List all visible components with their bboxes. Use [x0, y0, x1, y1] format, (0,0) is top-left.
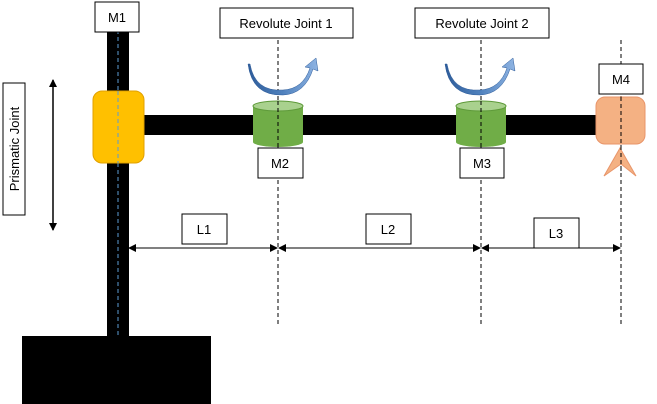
m4-label-box: M4 [598, 63, 644, 95]
m2-label-box: M2 [257, 147, 304, 179]
end-effector [595, 96, 646, 177]
l3-label: L3 [549, 226, 563, 241]
m1-label-box: M1 [94, 1, 140, 33]
rotation-arrow-1-icon [247, 57, 319, 96]
m3-label-box: M3 [459, 147, 505, 179]
base-block [22, 336, 211, 404]
revolute-joint-1-label: Revolute Joint 1 [239, 16, 332, 31]
revolute-joint-2-cylinder [455, 100, 507, 147]
l1-label-box: L1 [181, 213, 228, 245]
m1-label: M1 [108, 10, 126, 25]
revolute-joint-1-label-box: Revolute Joint 1 [219, 7, 354, 39]
m3-label: M3 [473, 156, 491, 171]
m4-label: M4 [612, 72, 630, 87]
horizontal-arm [129, 115, 599, 135]
l2-label-box: L2 [365, 213, 412, 245]
revolute-joint-2-label: Revolute Joint 2 [435, 16, 528, 31]
rotation-arrow-2-icon [444, 57, 516, 96]
l2-label: L2 [381, 222, 395, 237]
prismatic-joint-label-box: Prismatic Joint [2, 82, 26, 216]
l1-label: L1 [197, 222, 211, 237]
l3-label-box: L3 [533, 217, 580, 249]
m2-label: M2 [271, 156, 289, 171]
prismatic-joint-label: Prismatic Joint [7, 106, 22, 191]
revolute-joint-1-cylinder [252, 100, 304, 147]
revolute-joint-2-label-box: Revolute Joint 2 [414, 7, 550, 39]
